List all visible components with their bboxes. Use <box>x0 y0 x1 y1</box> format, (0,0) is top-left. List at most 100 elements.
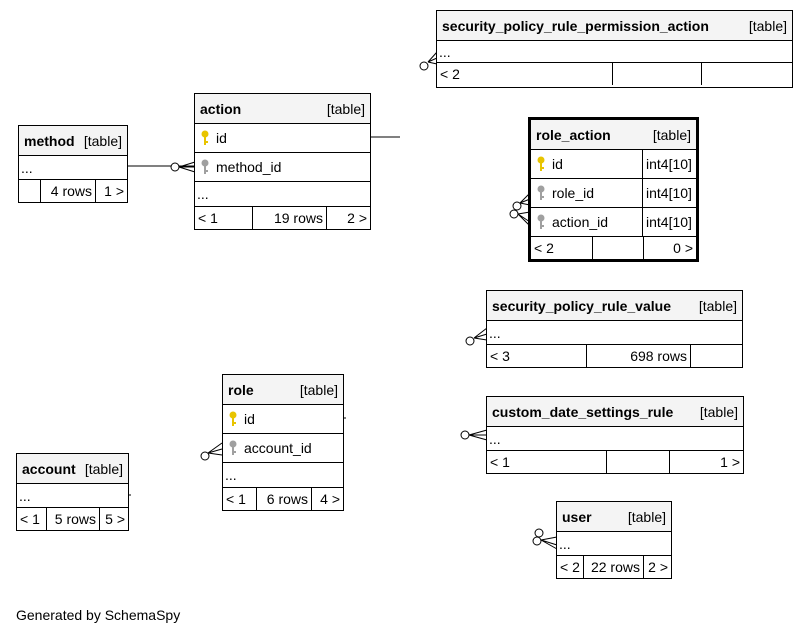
table-footer: 4 rows 1 > <box>19 180 127 202</box>
parents-link[interactable]: < 3 <box>487 345 587 367</box>
children-link[interactable]: 1 > <box>720 454 740 470</box>
children-link[interactable] <box>702 63 792 85</box>
edge-crowfoot <box>509 209 519 219</box>
column-name: method_id <box>216 159 282 175</box>
table-kind: [table] <box>699 403 738 420</box>
column-row[interactable]: method_id <box>195 153 370 182</box>
table-role-action[interactable]: role_action [table] id int4[10] role_id … <box>528 117 699 262</box>
table-security-policy-rule-value[interactable]: security_policy_rule_value [table] ... <… <box>486 290 743 368</box>
column-name: id <box>244 411 255 427</box>
parents-link[interactable] <box>19 180 41 202</box>
column-name: id <box>552 156 563 172</box>
row-count <box>607 451 670 473</box>
table-name: security_policy_rule_permission_action <box>442 17 709 34</box>
table-name: account <box>22 460 76 477</box>
more-columns: ... <box>19 156 127 180</box>
foreign-key-icon <box>201 159 209 174</box>
table-name: role <box>228 381 254 398</box>
parents-link[interactable]: < 1 <box>487 451 607 473</box>
parents-link[interactable]: < 1 <box>195 207 253 229</box>
table-footer: < 2 <box>437 63 792 85</box>
parents-link[interactable]: < 1 <box>223 488 257 510</box>
foreign-key-icon <box>537 185 545 200</box>
column-row[interactable]: role_id int4[10] <box>531 179 696 208</box>
table-action[interactable]: action [table] id method_id ... < 1 19 r… <box>194 93 371 230</box>
children-link[interactable] <box>691 345 742 367</box>
children-link[interactable]: 5 > <box>105 511 125 527</box>
table-kind: [table] <box>83 132 122 149</box>
table-method[interactable]: method [table] ... 4 rows 1 > <box>18 125 128 203</box>
row-count: 19 rows <box>253 207 327 229</box>
row-count: 4 rows <box>41 180 96 202</box>
foreign-key-icon <box>229 440 237 455</box>
table-user[interactable]: user [table] ... < 2 22 rows 2 > <box>556 501 672 579</box>
table-name: user <box>562 508 592 525</box>
children-link[interactable]: 4 > <box>320 491 340 507</box>
table-header[interactable]: role_action [table] <box>531 120 696 150</box>
row-count: 5 rows <box>47 508 100 530</box>
foreign-key-icon <box>537 214 545 229</box>
table-footer: < 1 6 rows 4 > <box>223 488 343 510</box>
column-type: int4[10] <box>642 150 696 178</box>
column-name: action_id <box>552 214 609 230</box>
table-header[interactable]: user [table] <box>557 502 671 532</box>
row-count: 22 rows <box>584 556 644 578</box>
more-columns: ... <box>223 463 343 488</box>
table-header[interactable]: role [table] <box>223 375 343 405</box>
table-header[interactable]: security_policy_rule_permission_action [… <box>437 11 792 41</box>
row-count: 6 rows <box>257 488 312 510</box>
column-row[interactable]: action_id int4[10] <box>531 208 696 237</box>
parents-link[interactable]: < 2 <box>437 63 613 85</box>
edge-crowfoot <box>465 336 475 346</box>
primary-key-icon <box>201 130 209 145</box>
table-header[interactable]: action [table] <box>195 94 370 124</box>
more-columns: ... <box>487 321 742 345</box>
more-columns: ... <box>557 532 671 556</box>
more-columns: ... <box>17 484 128 508</box>
more-columns: ... <box>487 427 743 451</box>
row-count <box>613 63 702 85</box>
table-security-policy-rule-permission-action[interactable]: security_policy_rule_permission_action [… <box>436 10 793 88</box>
primary-key-icon <box>537 156 545 171</box>
children-link[interactable]: 0 > <box>673 240 693 256</box>
column-row[interactable]: id int4[10] <box>531 150 696 179</box>
table-header[interactable]: custom_date_settings_rule [table] <box>487 397 743 427</box>
table-name: method <box>24 132 75 149</box>
children-link[interactable]: 2 > <box>648 559 668 575</box>
table-account[interactable]: account [table] ... < 1 5 rows 5 > <box>16 453 129 531</box>
table-kind: [table] <box>698 297 737 314</box>
table-kind: [table] <box>84 460 123 477</box>
edge-crowfoot <box>512 201 522 211</box>
table-role[interactable]: role [table] id account_id ... < 1 6 row… <box>222 374 344 511</box>
table-footer: < 1 5 rows 5 > <box>17 508 128 530</box>
column-type: int4[10] <box>642 179 696 207</box>
more-columns: ... <box>437 41 792 63</box>
table-name: role_action <box>536 126 611 143</box>
parents-link[interactable]: < 2 <box>557 556 584 578</box>
table-kind: [table] <box>326 100 365 117</box>
parents-link[interactable]: < 2 <box>531 237 593 259</box>
column-type: int4[10] <box>642 208 696 236</box>
column-row[interactable]: id <box>223 405 343 434</box>
table-name: custom_date_settings_rule <box>492 403 674 420</box>
edge-crowfoot <box>419 61 429 71</box>
table-footer: < 2 0 > <box>531 237 696 259</box>
children-link[interactable]: 1 > <box>104 183 124 199</box>
table-kind: [table] <box>652 126 691 143</box>
table-kind: [table] <box>627 508 666 525</box>
table-header[interactable]: account [table] <box>17 454 128 484</box>
table-kind: [table] <box>748 17 787 34</box>
table-footer: < 3 698 rows <box>487 345 742 367</box>
column-row[interactable]: id <box>195 124 370 153</box>
primary-key-icon <box>229 411 237 426</box>
more-columns: ... <box>195 182 370 207</box>
edge-crowfoot <box>200 451 210 461</box>
table-header[interactable]: method [table] <box>19 126 127 156</box>
parents-link[interactable]: < 1 <box>17 508 47 530</box>
column-row[interactable]: account_id <box>223 434 343 463</box>
table-custom-date-settings-rule[interactable]: custom_date_settings_rule [table] ... < … <box>486 396 744 474</box>
table-header[interactable]: security_policy_rule_value [table] <box>487 291 742 321</box>
generated-by-note: Generated by SchemaSpy <box>16 607 181 623</box>
children-link[interactable]: 2 > <box>347 210 367 226</box>
column-name: id <box>216 130 227 146</box>
